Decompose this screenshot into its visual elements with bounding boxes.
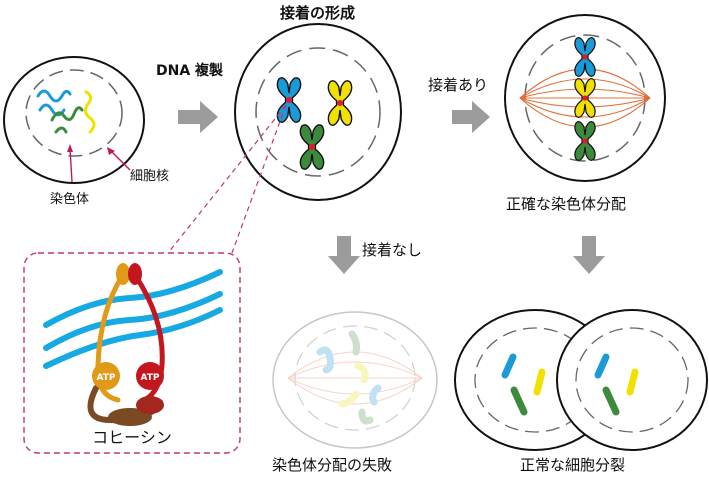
cohesion-title: 接着の形成 bbox=[280, 4, 355, 22]
cell-metaphase: 正確な染色体分配 bbox=[504, 14, 666, 213]
atp-label: ATP bbox=[96, 373, 115, 383]
correct-segregation-label: 正確な染色体分配 bbox=[506, 195, 626, 213]
cell-division bbox=[454, 309, 708, 451]
centromere bbox=[286, 97, 292, 103]
dna-yellow-strand bbox=[83, 90, 96, 134]
without-cohesion-label: 接着なし bbox=[362, 241, 422, 259]
chromatid-yellow bbox=[533, 368, 546, 396]
atp-label: ATP bbox=[140, 373, 159, 383]
centromere bbox=[337, 100, 343, 106]
cell-membrane bbox=[234, 23, 402, 201]
chromatid-green bbox=[348, 330, 360, 356]
cohesin-label: コヒーシン bbox=[92, 428, 172, 447]
chromatid-green bbox=[510, 386, 528, 416]
dna-strand bbox=[43, 269, 223, 328]
cohesin-hinge-red bbox=[128, 263, 142, 285]
inset-frame bbox=[23, 252, 241, 454]
centromere bbox=[309, 144, 315, 150]
cell-membrane bbox=[3, 56, 145, 184]
zoom-line bbox=[167, 104, 287, 254]
chromatid-green bbox=[358, 408, 374, 425]
nucleus-pointer-head bbox=[107, 147, 115, 155]
dna-strand bbox=[43, 307, 223, 369]
normal-division-label: 正常な細胞分裂 bbox=[520, 456, 625, 474]
arrow-division bbox=[573, 236, 605, 274]
nucleus-pointer bbox=[109, 149, 131, 171]
cohesin-inset: ATP ATP コヒーシン bbox=[23, 252, 241, 454]
right-arrow-icon bbox=[452, 101, 490, 133]
nucleus-label: 細胞核 bbox=[130, 169, 169, 184]
nucleus-envelope bbox=[575, 327, 689, 433]
down-arrow-icon bbox=[573, 236, 605, 274]
arrow-with-cohesion: 接着あり bbox=[428, 76, 490, 133]
dna-replication-label: DNA 複製 bbox=[156, 62, 223, 79]
down-arrow-icon bbox=[328, 236, 360, 274]
cell-membrane bbox=[272, 311, 438, 449]
cell-failed bbox=[272, 311, 438, 449]
chromatid-yellow bbox=[354, 362, 369, 384]
chromatid-blue bbox=[316, 346, 334, 374]
chromatid-green bbox=[602, 386, 620, 416]
chromatid-blue bbox=[369, 384, 382, 406]
centromere bbox=[582, 138, 588, 144]
chromosome-pointer-head bbox=[67, 144, 73, 152]
chromosome-label: 染色体 bbox=[50, 191, 89, 207]
chromatid-yellow bbox=[626, 368, 639, 396]
failed-segregation-label: 染色体分配の失敗 bbox=[272, 456, 392, 474]
chromatid-yellow bbox=[338, 390, 360, 408]
cohesin-kleisin-head bbox=[136, 396, 164, 414]
nucleus-envelope bbox=[255, 47, 381, 177]
chromosome-pointer bbox=[69, 147, 73, 183]
centromere bbox=[582, 95, 588, 101]
chromatid-blue bbox=[594, 353, 610, 379]
atp-head-orange bbox=[92, 362, 120, 390]
dna-green-strand bbox=[50, 106, 84, 134]
cohesin-arm-red bbox=[132, 272, 165, 405]
cohesin-kleisin-body bbox=[108, 408, 152, 426]
arrow-without-cohesion: 接着なし bbox=[328, 236, 422, 274]
arrow-replication: DNA 複製 bbox=[156, 62, 223, 133]
dna-strand bbox=[43, 291, 223, 351]
centromere bbox=[582, 54, 588, 60]
cell-interphase: 細胞核 染色体 bbox=[3, 56, 169, 207]
with-cohesion-label: 接着あり bbox=[428, 76, 488, 94]
right-arrow-icon bbox=[178, 101, 218, 133]
cohesin-hinge-orange bbox=[116, 263, 130, 285]
cell-cohesion: 接着の形成 bbox=[234, 4, 402, 201]
chromatid-blue bbox=[501, 353, 517, 379]
nucleus-envelope bbox=[25, 69, 123, 157]
atp-head-red bbox=[136, 362, 164, 390]
